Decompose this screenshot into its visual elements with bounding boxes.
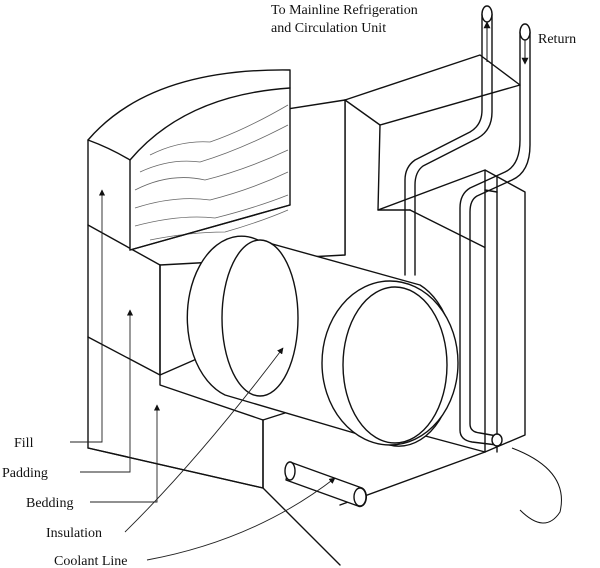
label-fill: Fill: [14, 436, 34, 451]
label-supply-line2: and Circulation Unit: [271, 21, 386, 36]
label-bedding: Bedding: [26, 496, 73, 511]
fill-cap: [87, 69, 291, 251]
label-padding: Padding: [2, 466, 48, 481]
label-coolant-line: Coolant Line: [54, 554, 128, 568]
leader-lines: [70, 189, 336, 561]
label-insulation: Insulation: [46, 526, 102, 541]
cable-cylinder: [186, 235, 459, 447]
label-return: Return: [538, 32, 576, 47]
label-supply-line1: To Mainline Refrigeration: [271, 3, 418, 18]
trench-excavation: [344, 54, 526, 453]
riser-pipes: [404, 5, 562, 524]
coolant-pipe: [284, 461, 368, 508]
